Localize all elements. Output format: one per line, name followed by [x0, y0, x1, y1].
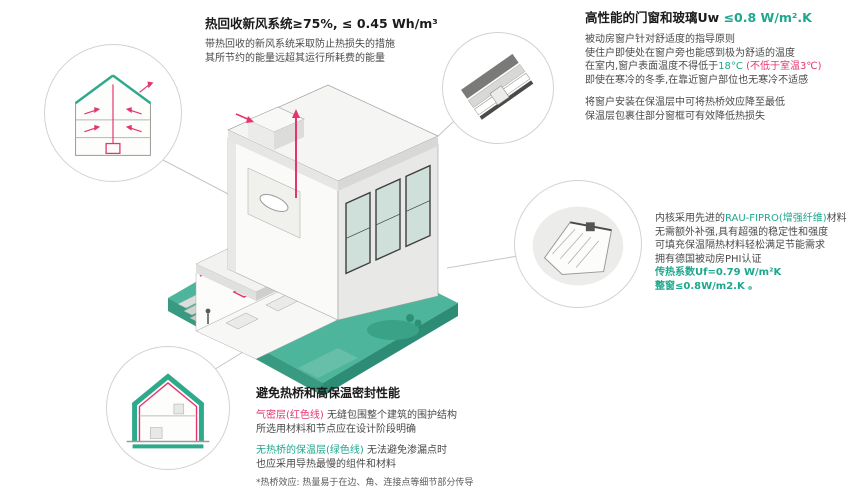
gasket-block: [585, 222, 595, 232]
thermal-title: 避免热桥和高保温密封性能: [256, 386, 401, 400]
chamber-line: [559, 232, 584, 260]
thermal-paragraph-1: 气密层(红色线) 无缝包围整个建筑的围护结构 所选用材料和节点应在设计阶段明确: [256, 409, 606, 436]
roof-edge-right: [338, 136, 438, 191]
windows-paragraph-1: 被动房窗户针对舒适度的指导原则 使住户即使处在窗户旁也能感到极为舒适的温度 在室…: [585, 33, 863, 87]
thermal-paragraph-2: 无热桥的保温层(绿色线) 无法避免渗漏点时 也应采用导热最慢的组件和材料: [256, 444, 606, 471]
chamber-line: [567, 236, 592, 264]
frame-profile-svg: [532, 206, 624, 286]
roof-edge-left: [228, 130, 338, 191]
thermal-section: 避免热桥和高保温密封性能 气密层(红色线) 无缝包围整个建筑的围护结构 所选用材…: [256, 386, 606, 489]
windows-line: 在室内,窗户表面温度不得低于18°C (不低于室温3℃): [585, 60, 863, 74]
insulation-green-line: [132, 373, 204, 442]
garden-patch: [367, 320, 419, 340]
windows-title-label: 高性能的门窗和玻璃Uw: [585, 10, 724, 25]
frame-uf-value: 传热系数Uf=0.79 W/m²K: [655, 267, 782, 278]
ventilation-detail-circle: [44, 44, 182, 182]
ventilation-detail-svg: [74, 74, 154, 156]
frame-block: [489, 85, 510, 106]
thermal-footnote: *热桥效应: 热量易于在边、角、连接点等细节部分传导: [256, 478, 474, 488]
windows-line: 将窗户安装在保温层中可将热桥效应降至最低: [585, 97, 785, 108]
frame-section: 内核采用先进的RAU-FIPRO(增强纤维)材料 无需额外补强,具有超强的稳定性…: [655, 212, 863, 293]
bush: [414, 319, 422, 327]
window-mullion: [375, 213, 401, 226]
frame-uw-value: 整窗≤0.8W/m2.K 。: [655, 280, 759, 292]
house-cutaway-svg: [168, 84, 458, 396]
roof-insulation-line: [74, 74, 114, 105]
vent-arrowhead: [125, 124, 132, 131]
thermal-line-part: 无缝包围整个建筑的围护结构: [323, 410, 457, 421]
windows-line: 使住户即使处在窗户旁也能感到极为舒适的温度: [585, 47, 795, 59]
window-mullion: [345, 227, 371, 239]
wall-corner-strip: [228, 138, 236, 273]
windows-temp-value: 18°C: [718, 61, 743, 72]
bathtub: [259, 193, 289, 213]
frame-line-part: 材料: [826, 213, 847, 224]
chamber-line: [575, 240, 599, 268]
frame-material-name: RAU-FIPRO(增强纤维): [725, 213, 827, 224]
frame-line: 无需额外补强,具有超强的稳定性和强度: [655, 226, 829, 238]
bush: [406, 314, 414, 322]
windows-line: 被动房窗户针对舒适度的指导原则: [585, 34, 735, 45]
glass-layer: [479, 80, 534, 120]
windows-temp-note: (不低于室温3℃): [742, 61, 822, 72]
air-intake-arrow: [246, 116, 254, 123]
windows-line: 即使在寒冷的冬季,在靠近窗户部位也无寒冷不适感: [585, 74, 809, 86]
wall-layer: [460, 53, 519, 99]
platform-side-right: [323, 303, 458, 396]
ventilation-body: 带热回收的新风系统采取防止热损失的措施 其所节约的能量远超其运行所耗费的能量: [205, 38, 545, 65]
frame-line: 可填充保温隔热材料轻松满足节能需求: [655, 240, 825, 251]
airtight-layer-label: 气密层(红色线): [256, 410, 324, 421]
window-mullion: [405, 200, 431, 212]
sofa: [225, 312, 259, 330]
thermal-line: 无热桥的保温层(绿色线) 无法避免渗漏点时: [256, 444, 606, 458]
terrace-edge-left: [196, 264, 256, 301]
house-cutaway-illustration: [148, 68, 480, 404]
window-corner-circle: [442, 32, 554, 144]
vent-arrow: [84, 109, 97, 115]
thermal-line: 也应采用导热最慢的组件和材料: [256, 458, 396, 470]
heat-recovery-unit: [105, 142, 121, 155]
furniture: [149, 427, 163, 439]
windows-section: 高性能的门窗和玻璃Uw ≤0.8 W/m².K 被动房窗户针对舒适度的指导原则 …: [585, 10, 863, 123]
window-corner-layers: [460, 53, 534, 120]
penthouse-left: [248, 120, 274, 150]
person-figure: [205, 308, 211, 314]
vent-arrowhead: [94, 107, 101, 113]
windows-paragraph-2: 将窗户安装在保温层中可将热桥效应降至最低 保温层包裹住部分窗框可有效降低热损失: [585, 96, 863, 123]
windows-title-value: ≤0.8 W/m².K: [723, 10, 812, 25]
exhaust-arrowhead: [147, 81, 154, 89]
windows-line-part: 在室内,窗户表面温度不得低于: [585, 61, 719, 72]
furniture: [173, 403, 185, 415]
frame-line: 内核采用先进的RAU-FIPRO(增强纤维)材料: [655, 212, 863, 226]
frame-profile-circle: [514, 180, 642, 308]
riser-arrow: [292, 109, 300, 118]
insulation-detail-svg: [126, 373, 210, 449]
thermal-line: 气密层(红色线) 无缝包围整个建筑的围护结构: [256, 409, 606, 423]
vent-arrowhead: [125, 107, 132, 113]
chamber-line: [552, 228, 576, 255]
frame-profile-body: [543, 221, 613, 276]
ventilation-line-1: 带热回收的新风系统采取防止热损失的措施: [205, 39, 395, 50]
window-corner-svg: [460, 53, 534, 120]
frame-line-part: 内核采用先进的: [655, 213, 725, 224]
exhaust-arrow: [139, 83, 150, 93]
windows-line: 保温层包裹住部分窗框可有效降低热损失: [585, 110, 765, 122]
vent-arrow: [84, 127, 97, 133]
frame-body: 内核采用先进的RAU-FIPRO(增强纤维)材料 无需额外补强,具有超强的稳定性…: [655, 212, 863, 293]
ventilation-section: 热回收新风系统≥75%, ≤ 0.45 Wh/m³ 带热回收的新风系统采取防止热…: [205, 16, 545, 65]
insulation-detail-circle: [106, 346, 230, 470]
vent-arrowhead: [94, 124, 101, 131]
insulation-layer-label: 无热桥的保温层(绿色线): [256, 445, 364, 456]
frame-line: 拥有德国被动房PHI认证: [655, 253, 762, 265]
thermal-line-part: 无法避免渗漏点时: [363, 445, 447, 456]
airtight-red-line: [138, 382, 198, 442]
ventilation-title: 热回收新风系统≥75%, ≤ 0.45 Wh/m³: [205, 16, 438, 31]
path: [298, 348, 358, 378]
windows-title: 高性能的门窗和玻璃Uw ≤0.8 W/m².K: [585, 10, 863, 26]
ventilation-line-2: 其所节约的能量远超其运行所耗费的能量: [205, 52, 385, 64]
thermal-line: 所选用材料和节点应在设计阶段明确: [256, 423, 416, 435]
roof-insulation-line: [112, 74, 152, 105]
